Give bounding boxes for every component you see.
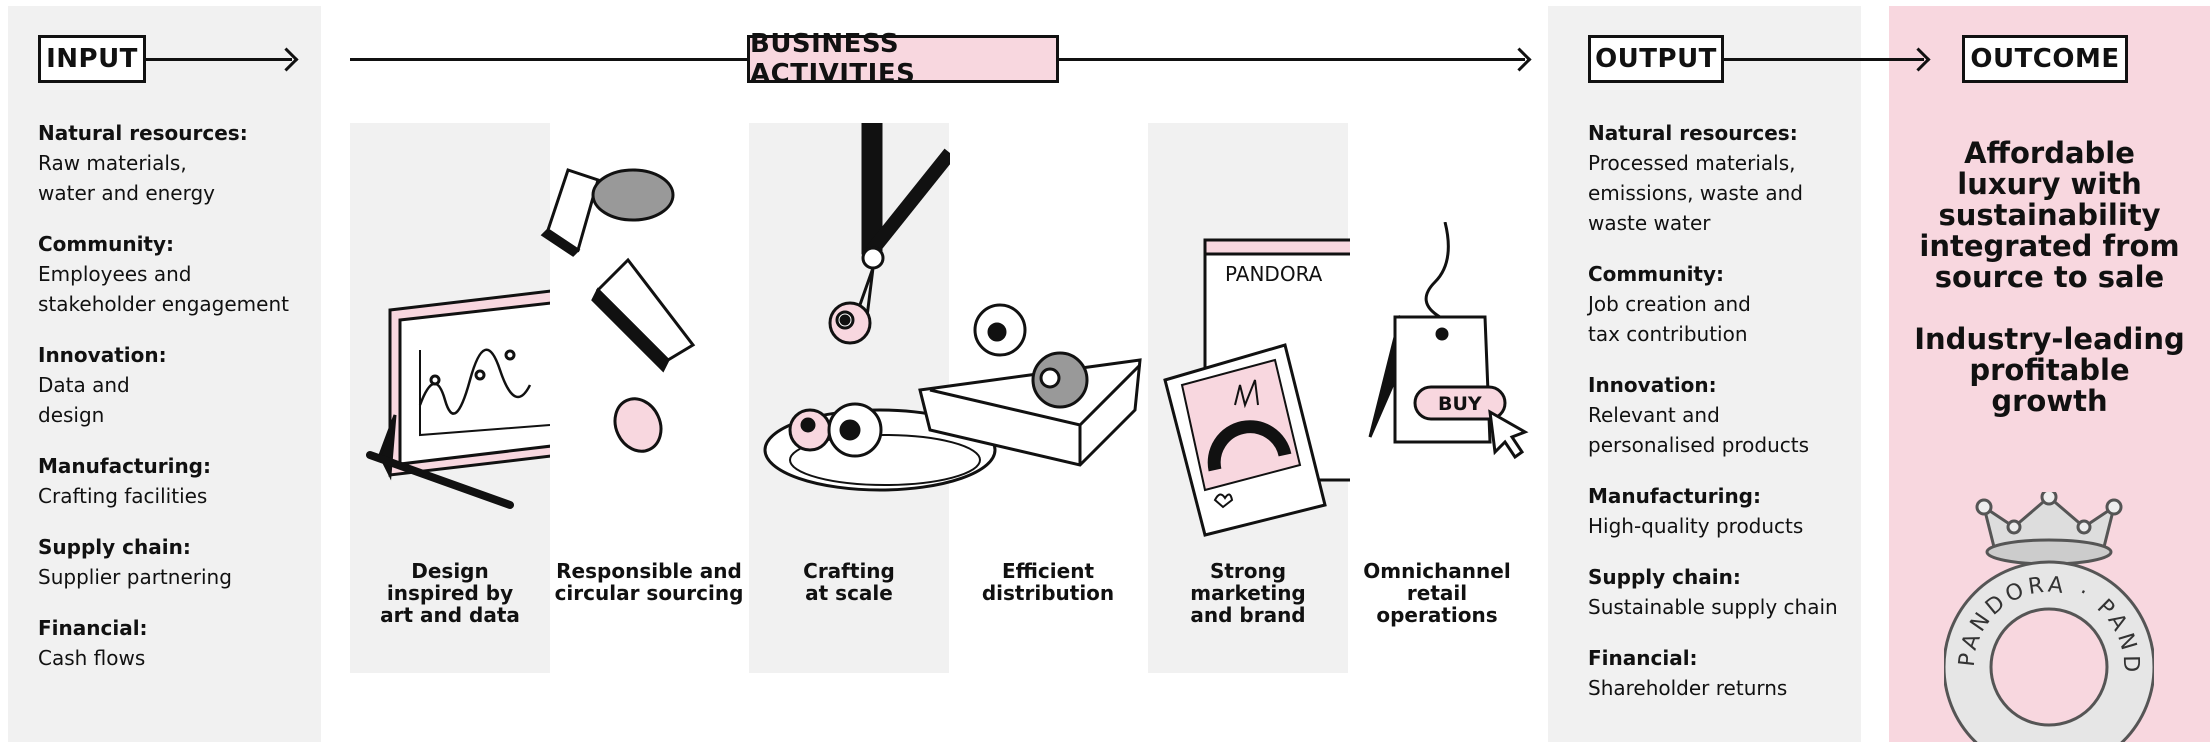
buy-button-text: BUY xyxy=(1438,393,1482,415)
input-resource-text: Raw materials, water and energy xyxy=(38,148,308,208)
output-resource-group: Community:Job creation and tax contribut… xyxy=(1588,259,1850,349)
input-resource-text: Employees and stakeholder engagement xyxy=(38,259,308,319)
activity-label-design: Design inspired by art and data xyxy=(350,560,550,626)
input-resource-text: Data and design xyxy=(38,370,308,430)
input-resource-group: Manufacturing:Crafting facilities xyxy=(38,451,308,511)
outcome-line-growth: Industry-leading profitable growth xyxy=(1909,324,2190,417)
input-resource-text: Supplier partnering xyxy=(38,562,308,592)
input-resource-label: Innovation: xyxy=(38,340,308,370)
input-resource-label: Natural resources: xyxy=(38,118,308,148)
outcome-line-luxury: Affordable luxury with sustainability in… xyxy=(1909,138,2190,293)
output-resource-label: Natural resources: xyxy=(1588,118,1850,148)
input-resource-text: Cash flows xyxy=(38,643,308,673)
input-resource-group: Innovation:Data and design xyxy=(38,340,308,430)
output-resource-list: Natural resources:Processed materials, e… xyxy=(1588,118,1850,724)
activity-label-crafting: Crafting at scale xyxy=(749,560,949,604)
output-resource-group: Natural resources:Processed materials, e… xyxy=(1588,118,1850,238)
output-resource-group: Supply chain:Sustainable supply chain xyxy=(1588,562,1850,622)
business-arrowhead-icon xyxy=(1507,47,1531,71)
raw-materials-icon xyxy=(528,160,708,460)
output-resource-text: Shareholder returns xyxy=(1588,673,1850,703)
buy-tag-icon: BUY xyxy=(1360,222,1530,472)
input-resource-group: Community:Employees and stakeholder enga… xyxy=(38,229,308,319)
output-resource-text: Processed materials, emissions, waste an… xyxy=(1588,148,1850,238)
activity-label-marketing: Strong marketing and brand xyxy=(1148,560,1348,626)
input-resource-group: Natural resources:Raw materials, water a… xyxy=(38,118,308,208)
brand-poster-icon: PANDORA xyxy=(1160,235,1350,545)
output-resource-group: Financial:Shareholder returns xyxy=(1588,643,1850,703)
outcome-statement: Affordable luxury with sustainability in… xyxy=(1909,138,2190,417)
output-resource-label: Manufacturing: xyxy=(1588,481,1850,511)
activity-label-distribution: Efficient distribution xyxy=(948,560,1148,604)
output-resource-text: High-quality products xyxy=(1588,511,1850,541)
input-arrow-line xyxy=(146,58,292,61)
input-resource-label: Manufacturing: xyxy=(38,451,308,481)
output-resource-text: Relevant and personalised products xyxy=(1588,400,1850,460)
brand-poster-text: PANDORA xyxy=(1225,262,1323,286)
output-resource-label: Community: xyxy=(1588,259,1850,289)
activity-label-sourcing: Responsible and circular sourcing xyxy=(549,560,749,604)
output-resource-text: Job creation and tax contribution xyxy=(1588,289,1850,349)
output-resource-label: Supply chain: xyxy=(1588,562,1850,592)
output-resource-group: Innovation:Relevant and personalised pro… xyxy=(1588,370,1850,460)
input-resource-label: Community: xyxy=(38,229,308,259)
business-arrow-right-line xyxy=(1059,58,1525,61)
pandora-charm-icon: PANDORA · PANDORA · xyxy=(1944,492,2154,742)
input-resource-list: Natural resources:Raw materials, water a… xyxy=(38,118,308,694)
output-resource-group: Manufacturing:High-quality products xyxy=(1588,481,1850,541)
input-resource-label: Supply chain: xyxy=(38,532,308,562)
input-resource-group: Financial:Cash flows xyxy=(38,613,308,673)
output-arrow-line xyxy=(1724,58,1924,61)
activity-label-retail: Omnichannel retail operations xyxy=(1337,560,1537,626)
business-activities-header: BUSINESS ACTIVITIES xyxy=(747,35,1059,83)
output-resource-label: Financial: xyxy=(1588,643,1850,673)
input-header: INPUT xyxy=(38,35,146,83)
input-resource-group: Supply chain:Supplier partnering xyxy=(38,532,308,592)
business-arrow-left-line xyxy=(350,58,747,61)
box-beads-icon xyxy=(760,290,1150,510)
input-resource-label: Financial: xyxy=(38,613,308,643)
outcome-header: OUTCOME xyxy=(1962,35,2128,83)
output-resource-text: Sustainable supply chain xyxy=(1588,592,1850,622)
output-header: OUTPUT xyxy=(1588,35,1724,83)
input-resource-text: Crafting facilities xyxy=(38,481,308,511)
output-resource-label: Innovation: xyxy=(1588,370,1850,400)
